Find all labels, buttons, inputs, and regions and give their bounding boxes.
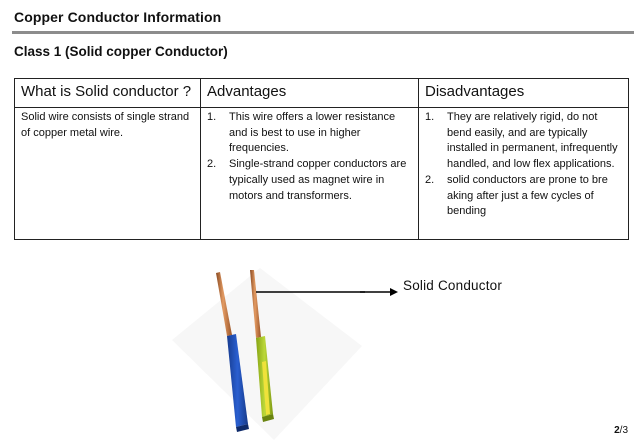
- image-background: [172, 268, 362, 440]
- list-text: They are relatively rigid, do not bend e…: [447, 111, 618, 171]
- disadvantage-item: 2. solid conductors are prone to bre aki…: [425, 173, 623, 220]
- list-text: Single-strand copper conductors are typi…: [229, 158, 407, 202]
- slide-title: Copper Conductor Information: [14, 9, 222, 25]
- title-divider: [12, 31, 634, 34]
- callout-label: Solid Conductor: [403, 278, 503, 293]
- advantages-cell: 1. This wire offers a lower resistance a…: [200, 107, 419, 240]
- page-current: 2: [614, 425, 620, 436]
- definition-cell: Solid wire consists of single strand of …: [14, 107, 201, 240]
- header-advantages: Advantages: [200, 78, 419, 108]
- advantage-item: 2. Single-strand copper conductors are t…: [207, 157, 413, 204]
- disadvantages-list: 1. They are relatively rigid, do not ben…: [425, 110, 623, 220]
- header-definition: What is Solid conductor ?: [14, 78, 201, 108]
- yellow-stripe: [262, 361, 270, 415]
- conductor-info-table: What is Solid conductor ? Advantages Dis…: [14, 78, 629, 240]
- blue-insulation: [227, 334, 248, 427]
- section-subtitle: Class 1 (Solid copper Conductor): [14, 44, 228, 59]
- table-header-row: What is Solid conductor ? Advantages Dis…: [14, 78, 629, 108]
- disadvantages-cell: 1. They are relatively rigid, do not ben…: [418, 107, 629, 240]
- advantage-item: 1. This wire offers a lower resistance a…: [207, 110, 413, 157]
- disadvantage-item: 1. They are relatively rigid, do not ben…: [425, 110, 623, 173]
- page-total: 3: [622, 425, 628, 436]
- solid-conductor-wire-image: [172, 268, 365, 440]
- header-disadvantages: Disadvantages: [418, 78, 629, 108]
- table-row: Solid wire consists of single strand of …: [14, 107, 629, 240]
- list-number: 2.: [207, 158, 217, 171]
- arrowhead-icon: [390, 288, 398, 296]
- list-number: 1.: [207, 111, 217, 123]
- copper-core-green-wire: [250, 270, 261, 338]
- page-separator: /: [619, 425, 623, 436]
- list-number: 1.: [425, 111, 435, 123]
- copper-core-blue-wire: [216, 272, 232, 336]
- list-text: This wire offers a lower resistance and …: [229, 111, 396, 155]
- callout-arrow: [360, 288, 398, 296]
- advantages-list: 1. This wire offers a lower resistance a…: [207, 110, 413, 204]
- list-text: solid conductors are prone to bre aking …: [447, 173, 608, 218]
- list-number: 2.: [425, 173, 435, 186]
- page-number: 2/3: [614, 425, 628, 436]
